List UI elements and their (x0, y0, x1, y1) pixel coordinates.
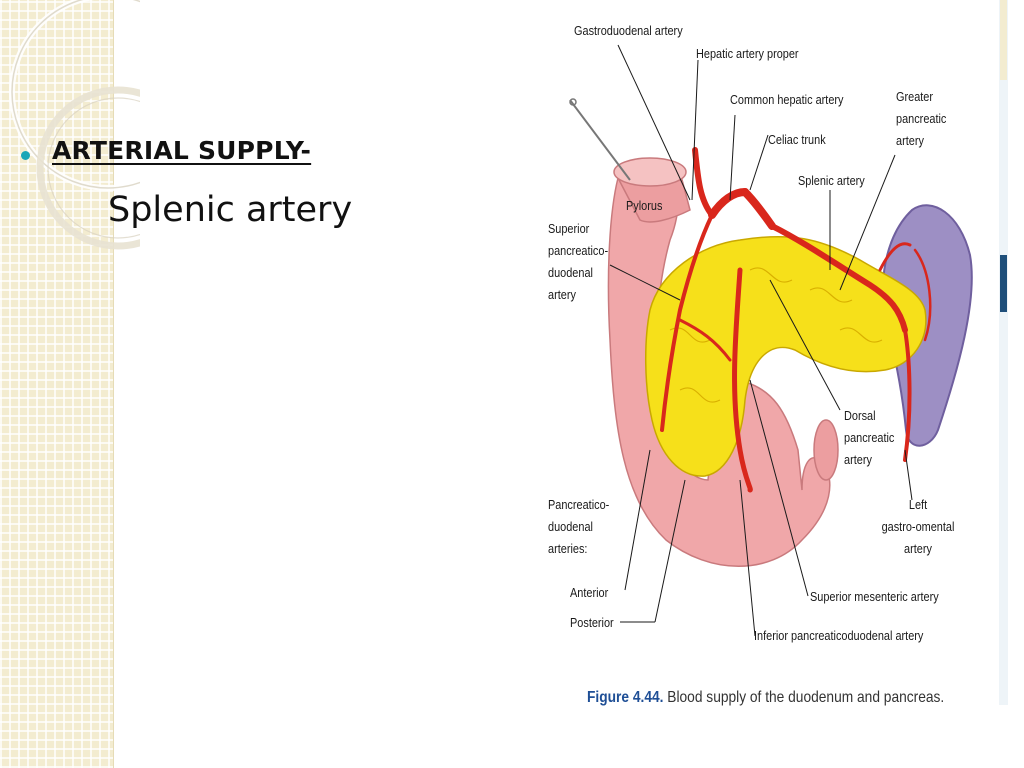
label-posterior: Posterior (570, 615, 614, 630)
right-accent-top (1000, 0, 1007, 80)
label-superior-pancreaticoduodenal-artery: Superior pancreatico- duodenal artery (548, 221, 609, 302)
anatomy-illustration (569, 44, 973, 637)
right-accent-blue (1000, 255, 1007, 312)
anatomy-figure: Gastroduodenal artery Hepatic artery pro… (540, 10, 990, 710)
label-hepatic-artery-proper: Hepatic artery proper (696, 46, 799, 61)
figure-caption: Figure 4.44. Blood supply of the duodenu… (587, 689, 944, 707)
decorative-rings (9, 0, 140, 250)
label-common-hepatic-artery: Common hepatic artery (730, 92, 844, 107)
label-celiac-trunk: Celiac trunk (768, 132, 826, 147)
caption-text: Blood supply of the duodenum and pancrea… (663, 689, 945, 706)
label-gastroduodenal-artery: Gastroduodenal artery (574, 23, 683, 38)
label-left-gastro-omental-artery: Left gastro-omental artery (881, 497, 955, 556)
label-pancreaticoduodenal-arteries: Pancreatico- duodenal arteries: (548, 497, 610, 556)
label-dorsal-pancreatic-artery: Dorsal pancreatic artery (844, 408, 895, 467)
pancreas-shape (644, 235, 927, 477)
label-greater-pancreatic-artery: Greater pancreatic artery (896, 89, 947, 148)
label-inferior-pancreaticoduodenal-artery: Inferior pancreaticoduodenal artery (754, 628, 924, 643)
right-accent-bar (999, 0, 1008, 705)
pancreas-lobules (669, 267, 883, 403)
jejunum-end (813, 419, 839, 481)
slide-subtext: Splenic artery (108, 190, 353, 230)
bullet-dot (21, 151, 30, 160)
caption-number: Figure 4.44. (587, 689, 664, 706)
label-anterior: Anterior (570, 585, 609, 600)
surgical-clip-icon (569, 99, 631, 181)
label-splenic-artery: Splenic artery (798, 173, 865, 188)
slide-heading: ARTERIAL SUPPLY- (52, 136, 312, 165)
label-superior-mesenteric-artery: Superior mesenteric artery (810, 589, 939, 604)
label-pylorus: Pylorus (626, 198, 663, 213)
pylorus-opening (613, 157, 687, 187)
